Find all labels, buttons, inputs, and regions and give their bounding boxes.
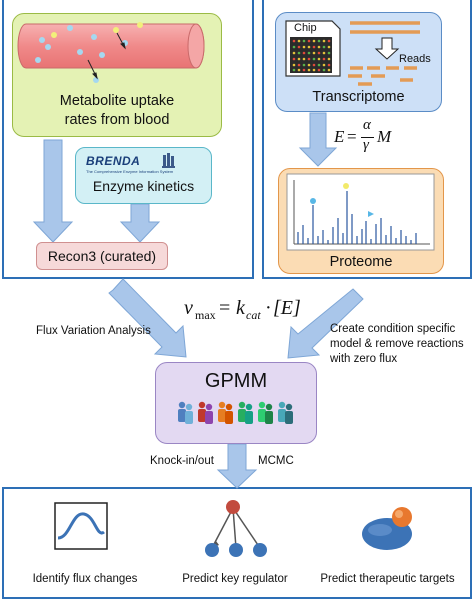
condition-specific-label-line1: Create condition specific [330, 323, 456, 335]
key-regulator-network-icon [205, 500, 267, 557]
output-label-key-regulator: Predict key regulator [182, 573, 288, 585]
person-group-4 [238, 401, 253, 424]
person-group-6 [278, 401, 293, 424]
knock-in-out-label: Knock-in/out [150, 455, 214, 467]
target-node-1 [205, 543, 219, 557]
condition-specific-label-line2: model & remove reactions [330, 338, 464, 350]
person-group-2 [198, 401, 213, 424]
blood-vessel-opening [187, 23, 205, 69]
arrow-metabolite-to-recon [32, 139, 74, 243]
condition-specific-label-line3: with zero flux [330, 353, 398, 365]
metabolite-particles [35, 22, 143, 83]
equation-vmax: v max = k cat · [E] [184, 297, 301, 322]
equation-e: E = α γ M [334, 117, 392, 153]
peak-marker-triangle [368, 211, 374, 217]
fraction-bar [361, 137, 374, 138]
flux-change-icon [54, 502, 108, 550]
arrow-gpmm-to-outputs [216, 443, 258, 489]
mcmc-label: MCMC [258, 455, 294, 467]
person-group-5 [258, 401, 273, 424]
enzyme-kinetics-box [75, 147, 212, 204]
arrow-brenda-to-recon [119, 203, 161, 243]
brenda-logo: BRENDA [86, 154, 141, 168]
metabolite-uptake-label-line2: rates from blood [64, 112, 170, 128]
transcriptome-label: Transcriptome [312, 89, 405, 105]
proteome-label: Proteome [329, 254, 393, 270]
peak-marker-yellow [343, 183, 349, 189]
gpmm-label: GPMM [204, 370, 268, 392]
output-label-flux-changes: Identify flux changes [32, 573, 138, 585]
regulator-node [226, 500, 240, 514]
recon3-label: Recon3 (curated) [47, 248, 157, 264]
chip-label: Chip [294, 22, 317, 34]
reads-label: Reads [399, 53, 431, 65]
arrow-transcriptome-to-proteome [298, 112, 338, 167]
arrow-recon-to-gpmm [108, 278, 187, 358]
recon3-box [36, 242, 168, 270]
arrow-proteome-to-gpmm [287, 288, 364, 359]
flux-variation-analysis-label: Flux Variation Analysis [36, 325, 151, 337]
person-group-3 [218, 401, 233, 424]
output-label-therapeutic-targets: Predict therapeutic targets [320, 573, 455, 585]
enzyme-kinetics-label: Enzyme kinetics [92, 178, 195, 194]
target-node-3 [253, 543, 267, 557]
target-node-2 [229, 543, 243, 557]
peak-marker-blue [310, 198, 316, 204]
therapeutic-target-icon [362, 507, 412, 550]
reads-down-arrow [374, 37, 400, 60]
metabolite-uptake-label-line1: Metabolite uptake [59, 93, 175, 109]
brenda-tagline: The Comprehensive Enzyme Information Sys… [86, 169, 174, 174]
person-group-1 [178, 401, 193, 424]
